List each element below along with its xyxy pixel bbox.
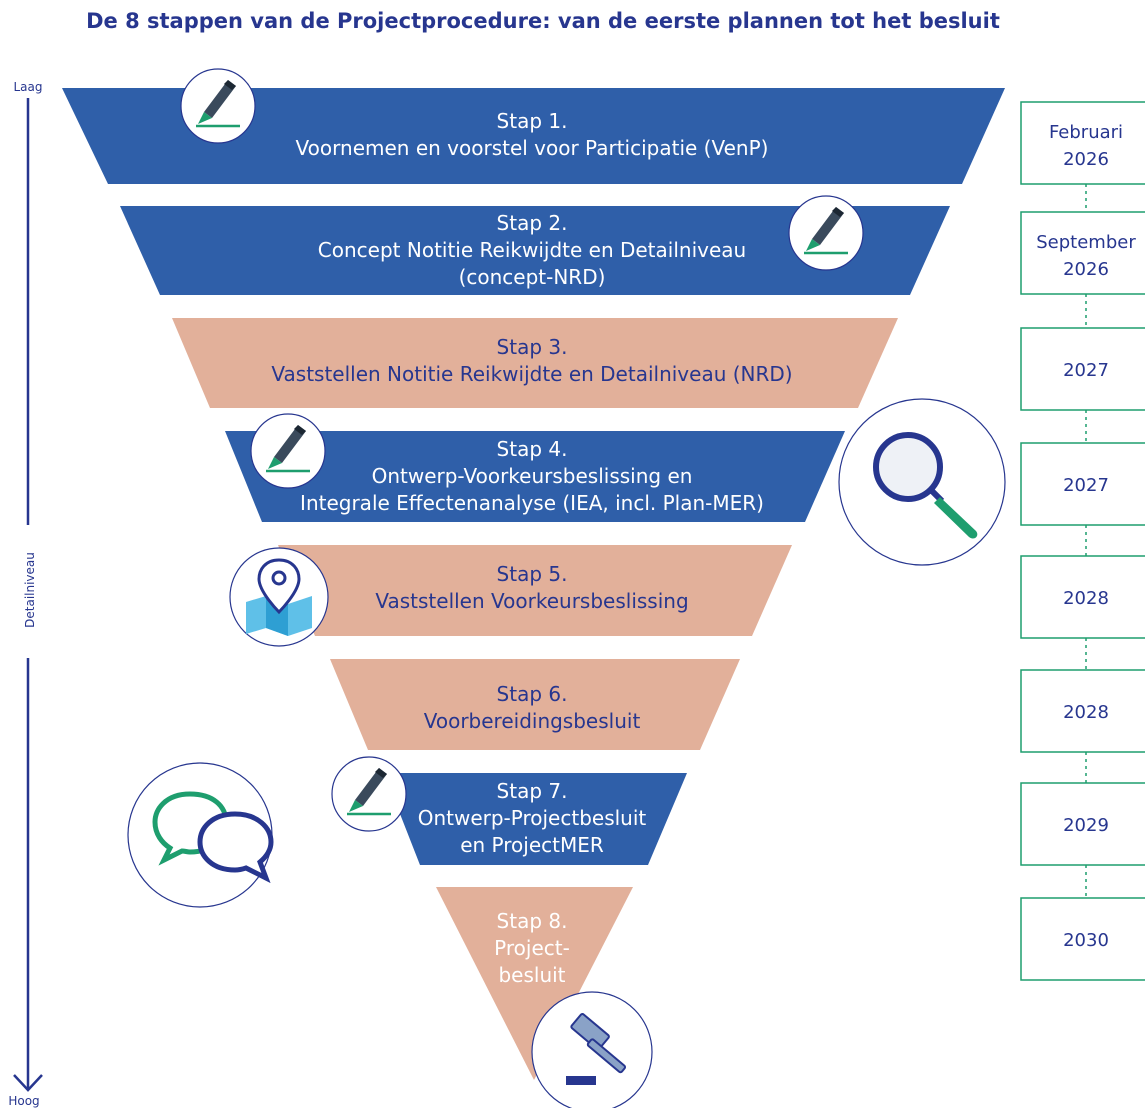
date-box-7: 2029 (1020, 782, 1145, 866)
date-box-frame (1020, 897, 1145, 981)
step-description-line: Voornemen en voorstel voor Participatie … (296, 136, 769, 160)
step-5: Stap 5. Vaststellen Voorkeursbeslissing (278, 545, 792, 636)
date-month: September (1036, 232, 1136, 253)
date-year: 2028 (1063, 702, 1109, 723)
detail-axis: Laag Detailniveau Hoog (8, 80, 43, 1108)
step-description-line: Project- (494, 936, 570, 960)
step-1: Stap 1. Voornemen en voorstel voor Partic… (62, 88, 1005, 184)
axis-top-label: Laag (13, 80, 42, 94)
step-band (62, 88, 1005, 184)
step-band (120, 206, 950, 295)
step-band (225, 431, 845, 522)
funnel: Stap 1. Voornemen en voorstel voor Partic… (62, 88, 1005, 1080)
pen-icon (788, 195, 864, 271)
step-band (330, 659, 740, 750)
date-box-frame (1020, 555, 1145, 639)
date-box-4: 2027 (1020, 442, 1145, 526)
date-box-6: 2028 (1020, 669, 1145, 753)
map-pin-icon (229, 547, 329, 647)
icon-layer (127, 68, 1006, 1108)
step-description-line: Voorbereidingsbesluit (424, 709, 641, 733)
magnifier-icon (838, 398, 1006, 566)
date-box-5: 2028 (1020, 555, 1145, 639)
date-year: 2027 (1063, 360, 1109, 381)
step-description-line: Vaststellen Notitie Reikwijdte en Detail… (271, 362, 792, 386)
axis-arrowhead (13, 1074, 43, 1092)
date-year: 2030 (1063, 930, 1109, 951)
date-month: Februari (1049, 122, 1123, 143)
step-band (436, 887, 633, 1080)
step-description-line: Vaststellen Voorkeursbeslissing (375, 589, 688, 613)
date-year: 2026 (1063, 259, 1109, 280)
date-year: 2027 (1063, 475, 1109, 496)
step-number-label: Stap 6. (497, 682, 568, 706)
step-number-label: Stap 8. (497, 909, 568, 933)
step-number-label: Stap 3. (497, 335, 568, 359)
step-band (384, 773, 687, 865)
axis-bottom-label: Hoog (8, 1094, 39, 1108)
speech-bubbles-icon (127, 762, 274, 908)
step-number-label: Stap 1. (497, 109, 568, 133)
step-7: Stap 7. Ontwerp-Projectbesluit en ProjectM… (384, 773, 687, 865)
step-3: Stap 3. Vaststellen Notitie Reikwijdte en… (172, 318, 898, 408)
date-box-frame (1020, 669, 1145, 753)
step-description-line: Concept Notitie Reikwijdte en Detailnive… (318, 238, 746, 262)
date-box-2: September 2026 (1020, 211, 1145, 295)
step-number-label: Stap 4. (497, 437, 568, 461)
date-year: 2026 (1063, 149, 1109, 170)
date-box-frame (1020, 101, 1145, 185)
step-4: Stap 4. Ontwerp-Voorkeursbeslissing en Int… (225, 431, 845, 522)
timeline: Februari2026September2026202720272028202… (1020, 101, 1145, 981)
step-6: Stap 6. Voorbereidingsbesluit (330, 659, 740, 750)
date-box-8: 2030 (1020, 897, 1145, 981)
gavel-icon (531, 991, 653, 1108)
date-box-frame (1020, 327, 1145, 411)
axis-middle-label: Detailniveau (23, 552, 37, 628)
date-box-1: Februari 2026 (1020, 101, 1145, 185)
date-year: 2028 (1063, 588, 1109, 609)
step-description-line: Ontwerp-Projectbesluit (418, 806, 647, 830)
date-box-frame (1020, 782, 1145, 866)
date-box-3: 2027 (1020, 327, 1145, 411)
step-number-label: Stap 2. (497, 211, 568, 235)
step-number-label: Stap 5. (497, 562, 568, 586)
date-year: 2029 (1063, 815, 1109, 836)
step-description-line: Ontwerp-Voorkeursbeslissing en (372, 464, 693, 488)
step-band (172, 318, 898, 408)
step-number-label: Stap 7. (497, 779, 568, 803)
pen-icon (180, 68, 256, 144)
diagram-title: De 8 stappen van de Projectprocedure: va… (86, 9, 1000, 33)
step-description-line: (concept-NRD) (459, 265, 606, 289)
date-box-frame (1020, 211, 1145, 295)
step-8: Stap 8. Project-besluit (436, 887, 633, 1080)
date-box-frame (1020, 442, 1145, 526)
pen-icon (331, 756, 407, 832)
step-description-line: besluit (498, 963, 565, 987)
step-band (278, 545, 792, 636)
pen-icon (250, 413, 326, 489)
step-description-line: en ProjectMER (460, 833, 604, 857)
step-description-line: Integrale Effectenanalyse (IEA, incl. Pl… (300, 491, 764, 515)
step-2: Stap 2. Concept Notitie Reikwijdte en Det… (120, 206, 950, 295)
